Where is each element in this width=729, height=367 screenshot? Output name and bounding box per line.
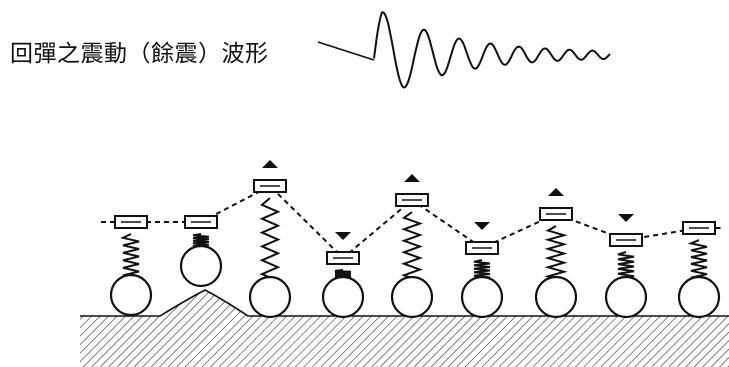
ground-surface-line: [80, 289, 729, 317]
coil-spring: [544, 225, 568, 282]
arrow-down-icon: [474, 222, 490, 230]
ball: [534, 275, 578, 319]
coil-spring: [687, 239, 708, 282]
spring-unit: [460, 222, 504, 319]
coil-spring: [401, 211, 423, 282]
aftershock-waveform-icon: [373, 11, 611, 89]
arrow-up-icon: [548, 188, 564, 196]
caption-leader-line: [317, 41, 375, 61]
ball: [109, 273, 153, 317]
ball: [248, 275, 292, 319]
ground-bump-icon: [80, 290, 729, 367]
arrow-up-icon: [262, 160, 278, 168]
ball: [179, 244, 223, 288]
ball: [460, 275, 504, 319]
spring-unit: [248, 160, 292, 319]
spring-units-group: [109, 160, 721, 319]
arrow-down-icon: [335, 232, 351, 240]
spring-unit: [109, 215, 153, 317]
spring-unit: [179, 215, 223, 288]
ball: [604, 275, 648, 319]
arrow-down-icon: [618, 214, 634, 222]
ball: [677, 275, 721, 319]
spring-unit: [321, 232, 365, 319]
arrow-up-icon: [404, 174, 420, 182]
ball: [321, 275, 365, 319]
spring-unit: [677, 221, 721, 319]
spring-unit: [604, 214, 648, 319]
waveform-caption: 回彈之震動（餘震）波形: [10, 41, 269, 67]
spring-unit: [534, 188, 578, 319]
coil-spring: [119, 233, 140, 280]
coil-spring: [259, 197, 281, 282]
spring-unit: [390, 174, 434, 319]
ball: [390, 275, 434, 319]
